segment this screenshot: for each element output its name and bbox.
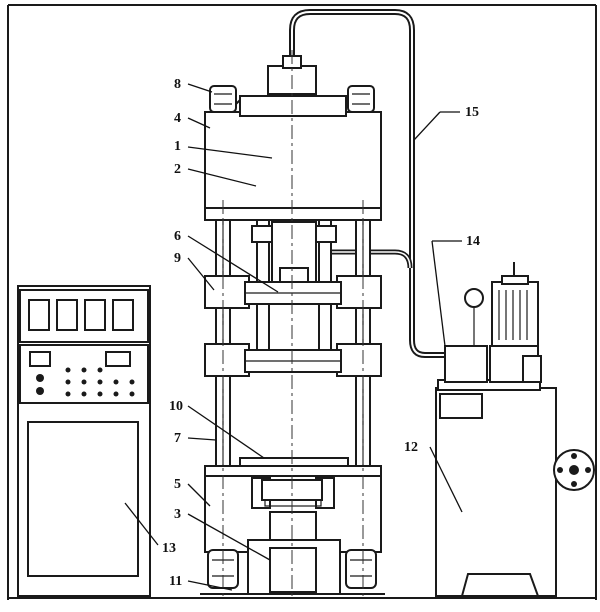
label-13: 13 [162,541,176,556]
control-cabinet [17,285,151,597]
movable-crossbeam [204,275,382,309]
label-6: 6 [174,229,181,244]
label-5: 5 [174,477,181,492]
valve-block [444,262,542,383]
label-7: 7 [174,431,181,446]
upper-crossbeam [204,95,382,221]
frame-border [7,4,597,600]
label-1: 1 [174,139,181,154]
label-4: 4 [174,111,181,126]
label-10: 10 [169,399,183,414]
top-nuts [209,85,375,113]
label-11: 11 [169,574,182,589]
label-3: 3 [174,507,181,522]
side-flange [553,449,595,491]
part-labels: 8 4 1 2 6 9 10 7 5 3 11 12 13 14 15 [162,77,480,589]
leader-lines [124,83,463,591]
hydraulic-pipe [289,9,445,358]
ejection-cylinder [247,539,341,595]
label-8: 8 [174,77,181,92]
control-knobs [36,367,135,397]
label-2: 2 [174,162,181,177]
middle-crossbeam [204,343,382,377]
label-15: 15 [465,105,479,120]
label-12: 12 [404,440,418,455]
hydraulic-station [435,379,557,597]
label-14: 14 [466,234,480,249]
label-9: 9 [174,251,181,266]
